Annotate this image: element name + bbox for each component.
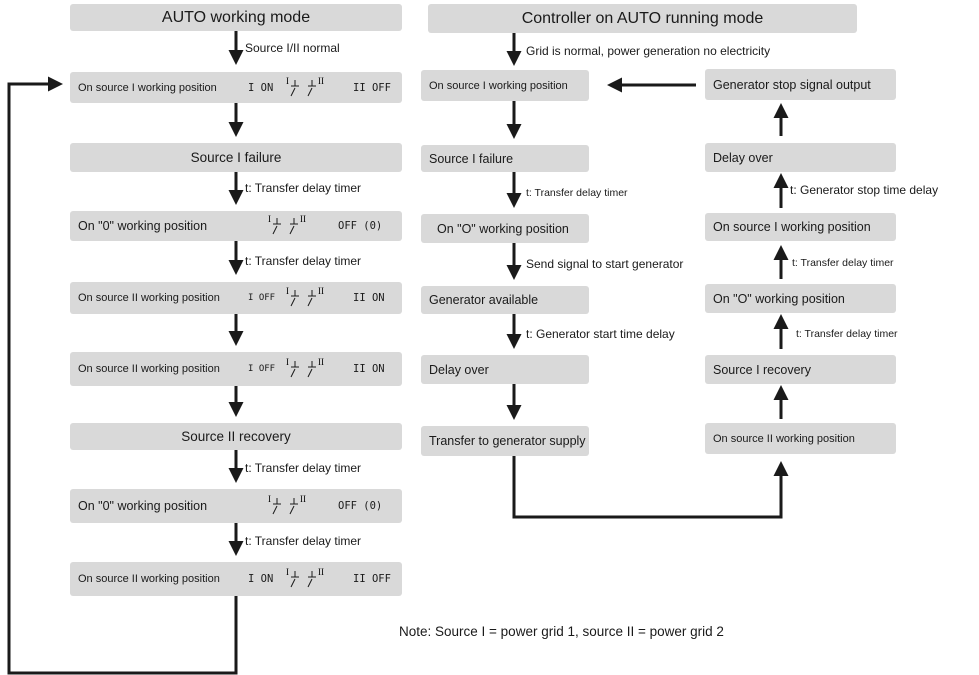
state-left: I OFF [248,364,276,374]
state-right: OFF (0) [338,220,383,232]
state-right: II ON [353,292,385,304]
rb-step-5: Source I recovery [705,355,896,384]
ra-transition-2: Send signal to start generator [526,257,684,271]
svg-text:II: II [318,567,324,577]
right-title: Controller on AUTO running mode [428,4,857,33]
svg-text:II: II [318,286,324,296]
ra-step-2: Source I failure [421,145,589,172]
ra-step-3: On "O" working position [421,214,589,243]
legend-note: Note: Source I = power grid 1, source II… [399,624,724,639]
state-right: II OFF [353,573,391,585]
left-transition-3: t: Transfer delay timer [245,461,362,475]
svg-text:II: II [300,494,306,504]
ra-transition-1: t: Transfer delay timer [526,187,628,199]
state-left: I OFF [248,293,276,303]
left-title: AUTO working mode [70,4,402,31]
left-transition-4: t: Transfer delay timer [245,534,362,548]
svg-text:II: II [300,214,306,224]
rb-step-4: On "O" working position [705,284,896,313]
svg-text:II: II [318,357,324,367]
svg-text:I: I [286,357,289,367]
ra-step-4: Generator available [421,286,589,314]
ra-step-1: On source I working position [421,70,589,101]
rb-step-2: Delay over [705,143,896,172]
svg-text:I: I [268,494,271,504]
left-start-label: Source I/II normal [245,41,340,55]
svg-text:II: II [318,76,324,86]
rb-transition-2: t: Transfer delay timer [792,257,894,269]
rb-step-6: On source II working position [705,423,896,454]
svg-text:I: I [286,567,289,577]
ra-step-6: Transfer to generator supply [421,426,589,456]
arrow-to-col-b [512,456,789,519]
ra-transition-3: t: Generator start time delay [526,327,675,341]
svg-text:I: I [268,214,271,224]
rb-step-1: Generator stop signal output [705,69,896,100]
left-transition-1: t: Transfer delay timer [245,181,362,195]
state-right: OFF (0) [338,500,383,512]
arrow-loop-back [7,76,238,675]
left-transition-2: t: Transfer delay timer [245,254,362,268]
state-right: II ON [353,363,385,375]
svg-text:I: I [286,76,289,86]
rb-transition-1: t: Generator stop time delay [790,183,939,197]
state-left: I ON [248,573,274,585]
ra-step-5: Delay over [421,355,589,384]
svg-text:I: I [286,286,289,296]
rb-step-3: On source I working position [705,213,896,241]
rb-transition-3: t: Transfer delay timer [796,328,898,340]
state-right: II OFF [353,81,391,94]
left-step-2: Source I failure [70,143,402,172]
state-left: I ON [248,81,274,94]
right-start-label: Grid is normal, power generation no elec… [526,44,771,58]
left-step-6: Source II recovery [70,423,402,450]
